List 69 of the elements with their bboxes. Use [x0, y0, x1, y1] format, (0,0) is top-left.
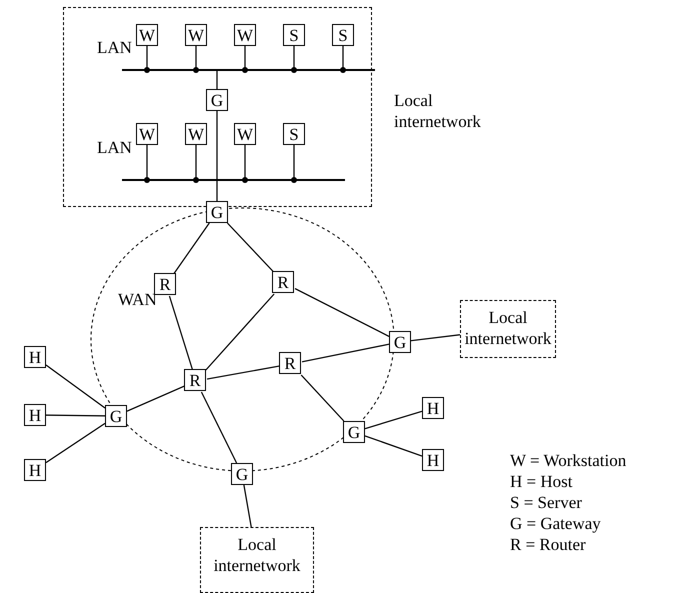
link-line — [300, 374, 344, 422]
link-line — [364, 435, 422, 457]
network-box — [200, 527, 314, 593]
device-box: H — [24, 459, 46, 481]
link-line — [205, 294, 275, 370]
bus-tap-line — [144, 145, 150, 183]
device-box: W — [136, 24, 158, 46]
lan-label: LAN — [97, 137, 132, 158]
legend-entry: S = Server — [510, 492, 582, 513]
link-line — [216, 180, 218, 201]
lan-bus-line — [122, 179, 345, 181]
link-line — [216, 111, 218, 180]
box-text: Local internetwork — [464, 307, 552, 349]
device-box: H — [422, 397, 444, 419]
network-label: WAN — [118, 290, 157, 310]
bus-tap-line — [340, 46, 346, 73]
device-box: H — [24, 404, 46, 426]
device-box: S — [283, 123, 305, 145]
device-box: W — [234, 24, 256, 46]
legend-entry: W = Workstation — [510, 450, 626, 471]
bus-tap-line — [193, 145, 199, 183]
network-caption: Local internetwork — [394, 90, 482, 132]
device-box: H — [24, 346, 46, 368]
device-box: H — [422, 449, 444, 471]
link-line — [46, 414, 105, 416]
device-box: R — [184, 369, 206, 391]
bus-tap-line — [242, 145, 248, 183]
link-line — [294, 288, 390, 337]
device-box: W — [234, 123, 256, 145]
link-line — [226, 222, 274, 272]
link-line — [206, 365, 280, 380]
bus-tap-line — [193, 46, 199, 73]
legend-entry: R = Router — [510, 534, 586, 555]
device-box: W — [136, 123, 158, 145]
device-box: G — [206, 201, 228, 223]
link-line — [46, 364, 106, 408]
network-box — [460, 300, 556, 358]
device-box: G — [105, 405, 127, 427]
device-box: S — [332, 24, 354, 46]
bus-tap-line — [242, 46, 248, 73]
device-box: R — [154, 273, 176, 295]
link-line — [302, 344, 390, 362]
device-box: G — [343, 421, 365, 443]
device-box: G — [231, 463, 253, 485]
device-box: G — [389, 331, 411, 353]
link-line — [200, 392, 238, 464]
lan-bus-line — [122, 69, 375, 71]
device-box: R — [272, 271, 294, 293]
lan-label: LAN — [97, 37, 132, 58]
bus-tap-line — [291, 145, 297, 183]
device-box: R — [279, 352, 301, 374]
link-line — [243, 484, 252, 528]
link-line — [364, 410, 422, 430]
legend-entry: H = Host — [510, 471, 572, 492]
link-line — [173, 222, 210, 274]
box-text: Local internetwork — [212, 534, 302, 576]
device-box: G — [206, 89, 228, 111]
bus-tap-line — [144, 46, 150, 73]
internetwork-boundary — [63, 7, 372, 207]
link-line — [168, 296, 194, 370]
link-line — [46, 422, 106, 464]
legend-entry: G = Gateway — [510, 513, 601, 534]
link-line — [126, 385, 186, 412]
link-line — [410, 334, 460, 342]
bus-tap-line — [291, 46, 297, 73]
device-box: W — [185, 123, 207, 145]
device-box: S — [283, 24, 305, 46]
link-line — [216, 70, 218, 89]
device-box: W — [185, 24, 207, 46]
